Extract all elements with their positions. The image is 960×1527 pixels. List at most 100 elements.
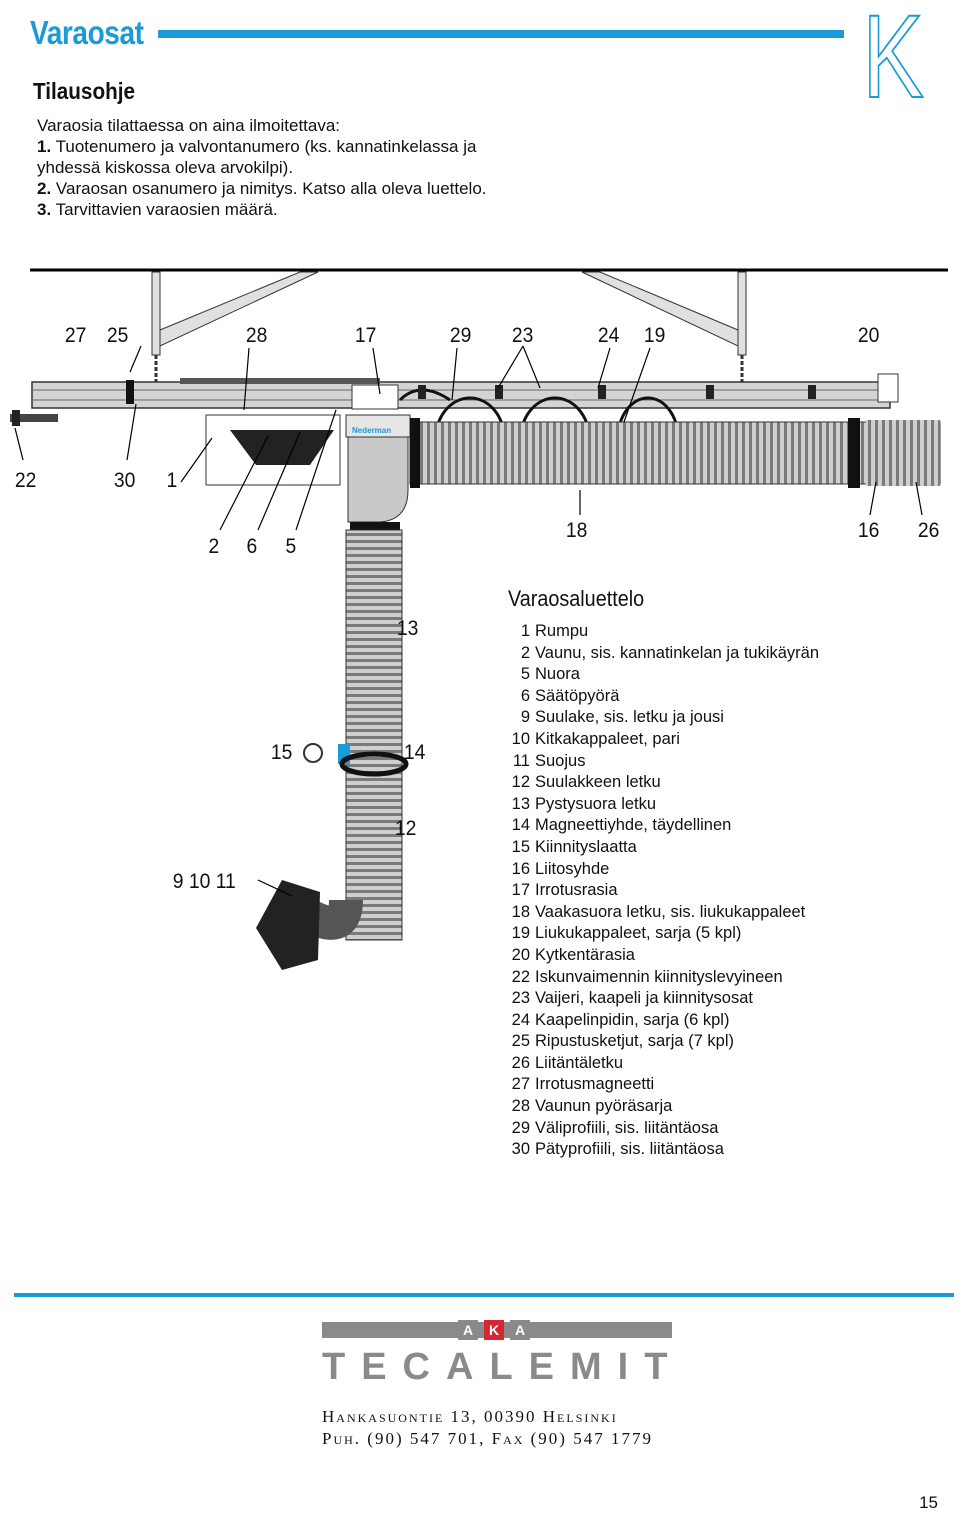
part-name: Vaijeri, kaapeli ja kiinnitysosat (535, 989, 753, 1008)
part-number: 10 (511, 729, 530, 748)
part-number: 6 (520, 686, 530, 705)
title-rule (158, 30, 844, 38)
callout-18: 18 (565, 519, 588, 542)
order-instructions-heading: Tilausohje (33, 78, 135, 104)
part-name: Irrotusmagneetti (535, 1075, 655, 1094)
parts-list-item: 25 Ripustusketjut, sarja (7 kpl) (508, 1031, 948, 1053)
callout-5: 5 (285, 535, 297, 558)
aka-letter: A (510, 1320, 530, 1340)
part-name: Pystysuora letku (535, 794, 657, 813)
parts-list-rows: 1 Rumpu 2 Vaunu, sis. kannatinkelan ja tuki… (508, 621, 948, 1161)
page-title: Varaosat (30, 14, 144, 51)
parts-list-item: 23 Vaijeri, kaapeli ja kiinnitysosat (508, 988, 948, 1010)
callout-26: 26 (917, 519, 940, 542)
parts-list: Varaosaluettelo 1 Rumpu 2 Vaunu, sis. kanna… (508, 586, 948, 1161)
company-address: Hankasuontie 13, 00390 Helsinki Puh. (90… (322, 1406, 653, 1450)
part-name: Kitkakappaleet, pari (535, 729, 680, 748)
callout-15: 15 (270, 741, 293, 764)
part-number: 26 (511, 1053, 530, 1072)
brand-label: Nederman (352, 426, 391, 435)
callout-22: 22 (14, 469, 37, 492)
part-number: 2 (520, 643, 530, 662)
brand-logo: TECALEMIT (322, 1346, 684, 1388)
part-number: 27 (511, 1075, 530, 1094)
part-name: Suulake, sis. letku ja jousi (535, 708, 724, 727)
callout-29: 29 (449, 324, 472, 347)
callout-1: 1 (166, 469, 178, 492)
part-number: 29 (511, 1118, 530, 1137)
part-number: 13 (511, 794, 530, 813)
part-number: 9 (520, 708, 530, 727)
parts-list-item: 2 Vaunu, sis. kannatinkelan ja tukikäyrän (508, 643, 948, 665)
part-name: Kaapelinpidin, sarja (6 kpl) (535, 1010, 730, 1029)
part-name: Ripustusketjut, sarja (7 kpl) (535, 1032, 734, 1051)
part-number: 12 (511, 773, 530, 792)
parts-list-item: 1 Rumpu (508, 621, 948, 643)
callout-12: 12 (394, 817, 417, 840)
part-name: Nuora (535, 665, 580, 684)
parts-list-item: 22 Iskunvaimennin kiinnityslevyineen (508, 967, 948, 989)
section-letter: K (862, 0, 925, 123)
order-item: yhdessä kiskossa oleva arvokilpi). (37, 158, 294, 177)
callout-24: 24 (597, 324, 620, 347)
parts-list-item: 10 Kitkakappaleet, pari (508, 729, 948, 751)
part-number: 25 (511, 1032, 530, 1051)
order-item: 3. Tarvittavien varaosien määrä. (37, 200, 278, 219)
exploded-diagram: Nederman 27 25 28 17 29 23 24 19 20 22 3… (0, 260, 960, 980)
part-name: Irrotusrasia (535, 881, 618, 900)
part-number: 30 (511, 1140, 530, 1159)
part-number: 14 (511, 816, 530, 835)
part-name: Kiinnityslaatta (535, 837, 637, 856)
callout-2: 2 (208, 535, 220, 558)
part-name: Rumpu (535, 622, 589, 640)
callout-16: 16 (857, 519, 880, 542)
part-number: 22 (511, 967, 530, 986)
callout-6: 6 (246, 535, 258, 558)
parts-list-title: Varaosaluettelo (508, 586, 645, 611)
part-number: 15 (511, 837, 530, 856)
part-name: Vaunu, sis. kannatinkelan ja tukikäyrän (535, 643, 820, 662)
part-name: Liukukappaleet, sarja (5 kpl) (535, 924, 742, 943)
callout-9-10-11: 9 10 11 (172, 870, 236, 893)
diagram-illustration: Nederman (10, 268, 948, 970)
callout-28: 28 (245, 324, 268, 347)
part-name: Säätöpyörä (535, 686, 620, 705)
part-name: Magneettiyhde, täydellinen (535, 816, 732, 835)
aka-letter: K (484, 1320, 504, 1340)
callout-30: 30 (113, 469, 136, 492)
parts-list-item: 15 Kiinnityslaatta (508, 837, 948, 859)
part-name: Väliprofiili, sis. liitäntäosa (535, 1118, 719, 1137)
footer-rule (14, 1293, 954, 1297)
callout-20: 20 (857, 324, 880, 347)
callout-17: 17 (354, 324, 377, 347)
order-intro: Varaosia tilattaessa on aina ilmoitettav… (37, 116, 341, 135)
parts-list-item: 13 Pystysuora letku (508, 794, 948, 816)
part-number: 1 (520, 622, 530, 640)
callout-13: 13 (396, 617, 419, 640)
part-number: 24 (511, 1010, 530, 1029)
order-item: 2. Varaosan osanumero ja nimitys. Katso … (37, 179, 487, 198)
parts-list-item: 24 Kaapelinpidin, sarja (6 kpl) (508, 1010, 948, 1032)
part-name: Vaakasuora letku, sis. liukukappaleet (535, 902, 806, 921)
part-number: 20 (511, 945, 530, 964)
order-item: 1. Tuotenumero ja valvontanumero (ks. ka… (37, 137, 477, 156)
part-name: Liitosyhde (535, 859, 610, 878)
part-number: 23 (511, 989, 530, 1008)
callout-14: 14 (403, 741, 426, 764)
callout-27: 27 (64, 324, 87, 347)
page-number: 15 (919, 1493, 938, 1512)
part-name: Vaunun pyöräsarja (535, 1097, 673, 1116)
parts-list-item: 29 Väliprofiili, sis. liitäntäosa (508, 1118, 948, 1140)
part-name: Iskunvaimennin kiinnityslevyineen (535, 967, 783, 986)
